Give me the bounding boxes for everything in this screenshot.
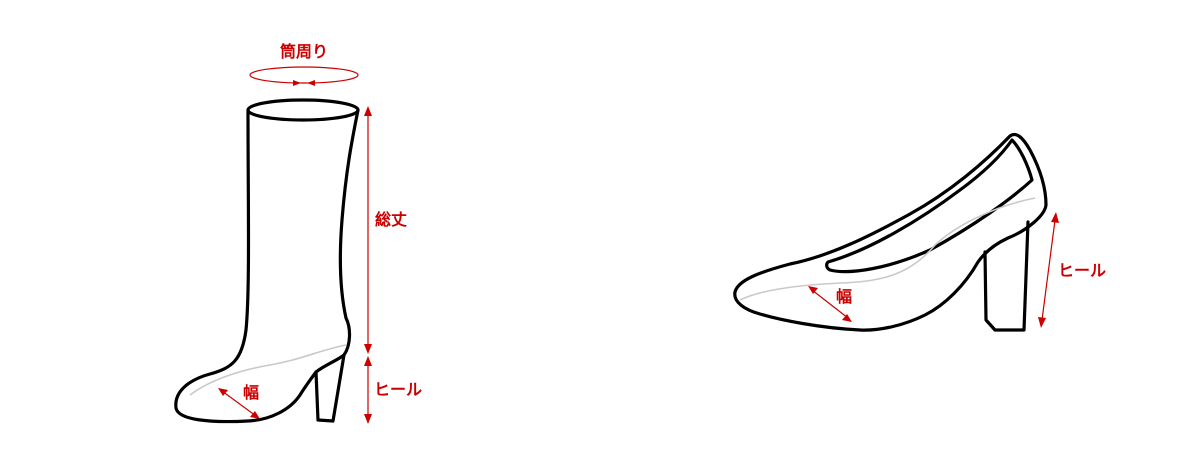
pump-heel-label: ヒール: [1058, 261, 1106, 280]
circumference-arrow-right: [307, 80, 315, 86]
length-arrow-top: [364, 106, 372, 116]
boot-circumference-label: 筒周り: [279, 42, 328, 61]
boot-heel-label: ヒール: [374, 380, 422, 399]
pump-insole-line: [739, 197, 1036, 301]
circumference-arrow-left: [293, 80, 301, 86]
boot-insole-line: [189, 344, 347, 396]
pump-width-label: 幅: [836, 287, 852, 306]
boot-width-label: 幅: [243, 383, 259, 402]
pump-topline: [825, 138, 1034, 274]
boot-heel: [314, 353, 346, 423]
boot-heel-arrow-top: [364, 356, 372, 366]
pump-width-arrow-a: [808, 286, 818, 294]
pump-width-measure: 幅: [808, 286, 852, 322]
boot-width-arrow-a: [218, 388, 228, 396]
pump-heel-arrow-bottom: [1038, 317, 1046, 328]
boot-heel-arrow-bottom: [364, 414, 372, 424]
boot-width-arrow-b: [250, 411, 260, 419]
pump-heel: [983, 220, 1030, 332]
pump-illustration: [733, 132, 1048, 332]
boot-top-opening: [246, 98, 360, 122]
pump-heel-arrow-top: [1051, 212, 1059, 223]
circumference-ellipse: [249, 66, 359, 84]
pump-outline: [733, 132, 1048, 332]
boot-length-label: 総丈: [375, 210, 407, 229]
boot-length-measure: 総丈: [364, 106, 407, 354]
pump-heel-measure: ヒール: [1038, 212, 1106, 328]
boot-heel-measure: ヒール: [364, 356, 422, 424]
length-arrow-bottom: [364, 344, 372, 354]
boot-outline: [174, 108, 360, 424]
boot-circumference-measure: 筒周り: [249, 42, 359, 86]
boot-illustration: [174, 98, 360, 424]
pump-heel-line: [1041, 219, 1056, 321]
pump-width-line: [811, 289, 849, 319]
boot-width-line: [221, 390, 257, 417]
boot-width-measure: 幅: [218, 383, 260, 419]
pump-width-arrow-b: [842, 314, 852, 322]
